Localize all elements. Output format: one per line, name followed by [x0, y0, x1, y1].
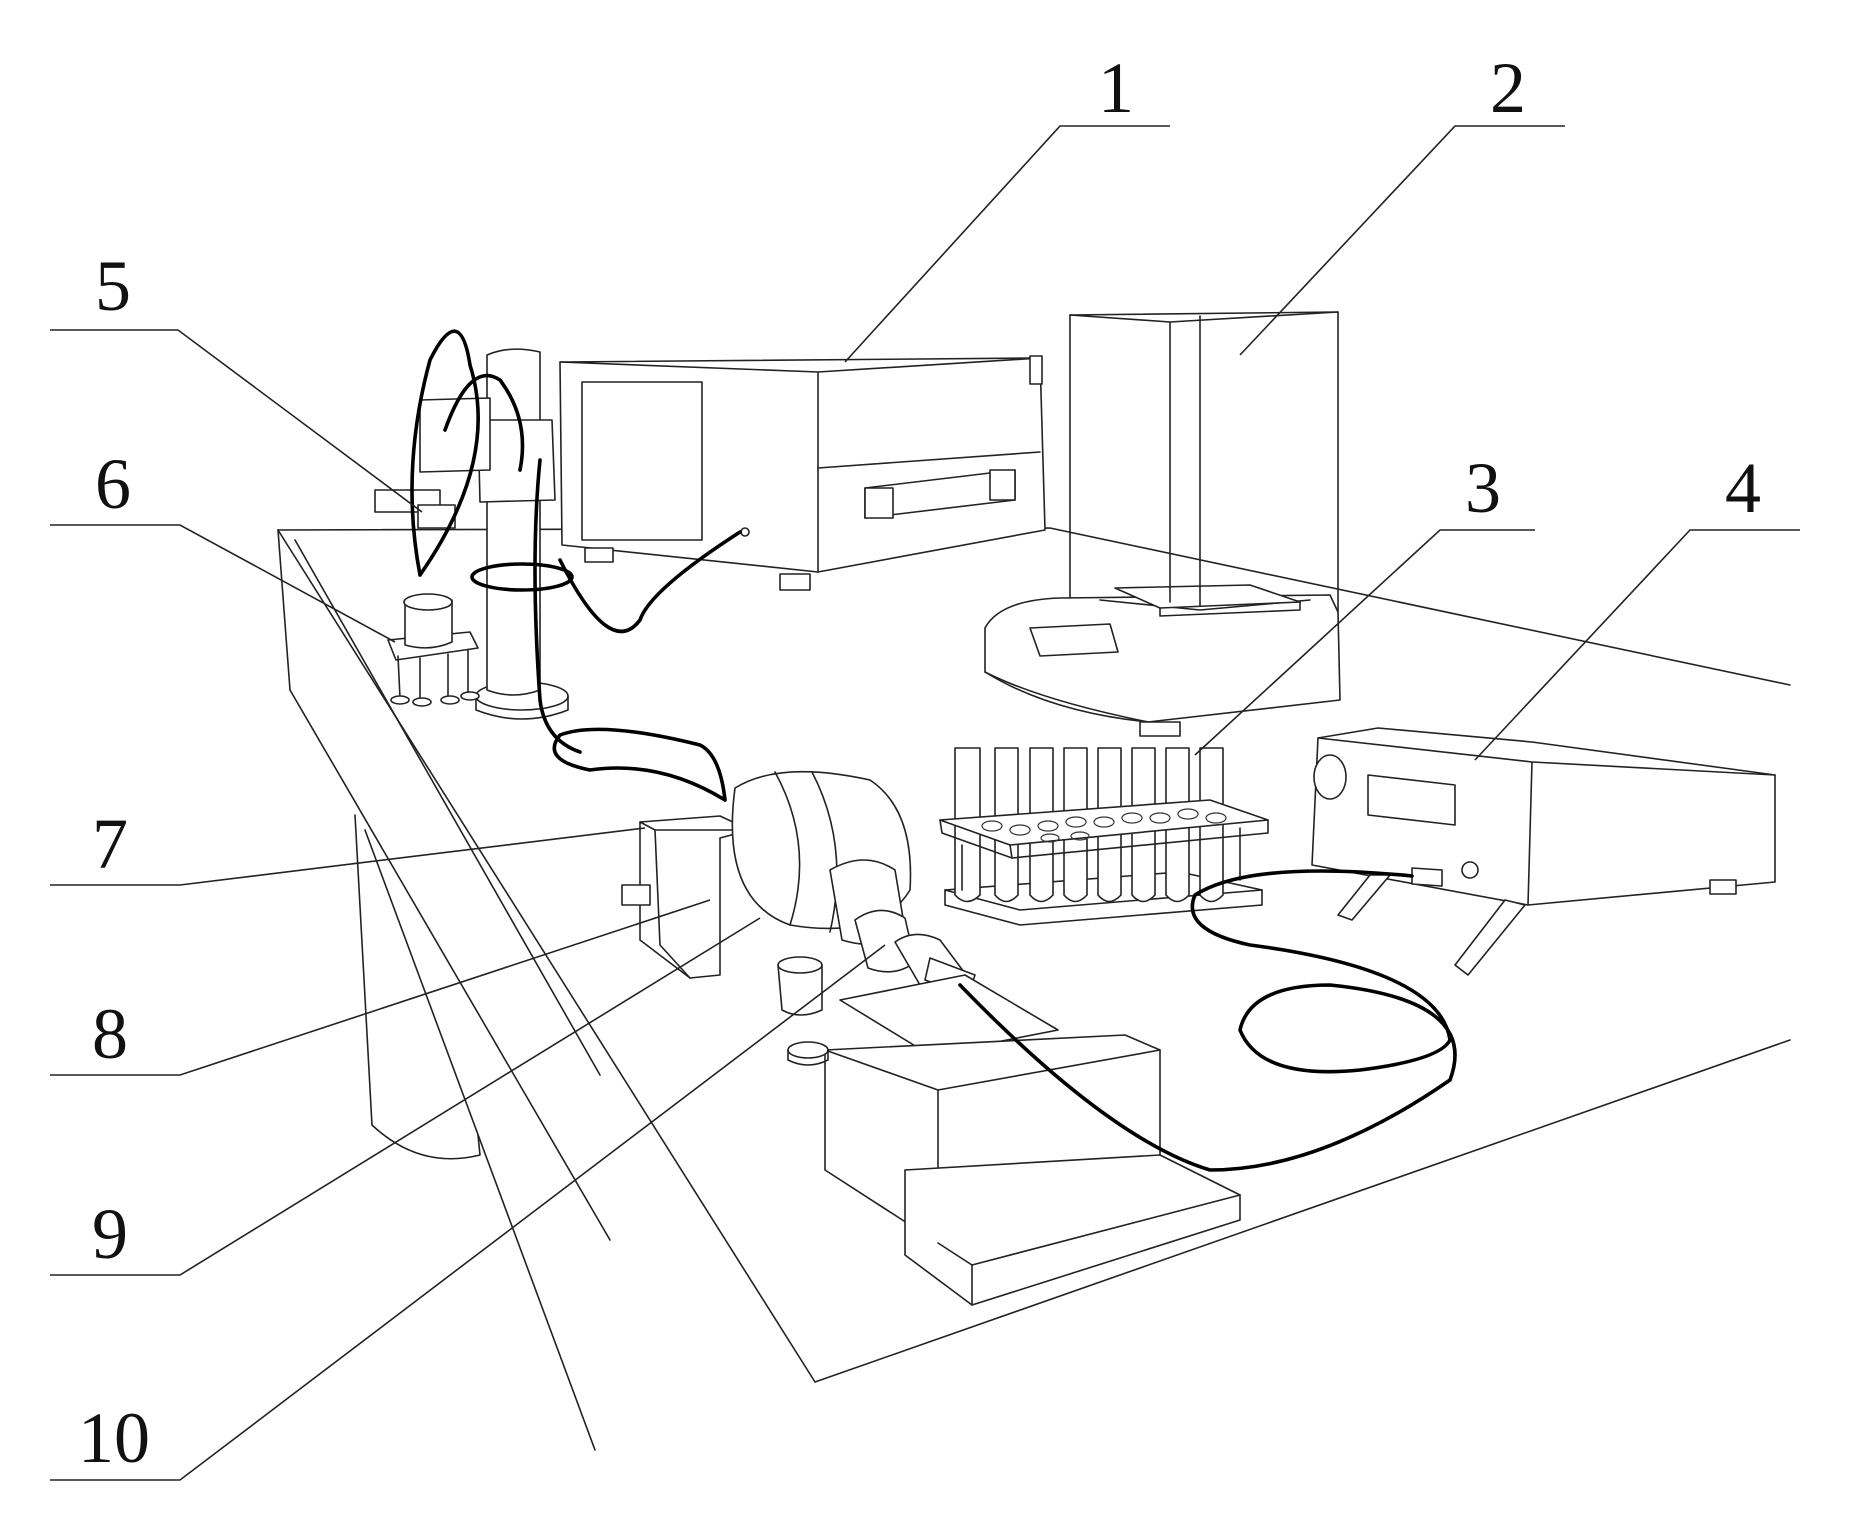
- balance-base: [984, 594, 1341, 723]
- label-7: 7: [92, 804, 128, 884]
- instrument-1-screen: [581, 381, 703, 541]
- leader-2: [1239, 125, 1565, 356]
- number-labels: 1 2 3 4 5 6 7 8 9 10: [78, 48, 1761, 1478]
- leader-lines: [50, 125, 1800, 1481]
- table-leg: [354, 814, 481, 1160]
- stand-5: [374, 329, 574, 720]
- leader-1: [844, 125, 1170, 363]
- support-block-7: [639, 815, 751, 979]
- transducer-assembly: [533, 458, 1241, 1306]
- leader-5: [50, 329, 423, 513]
- controller-4: [1311, 727, 1776, 976]
- leader-7: [50, 827, 646, 886]
- instrument-1: [559, 355, 1046, 591]
- leader-3: [1194, 529, 1535, 756]
- label-5: 5: [95, 246, 131, 326]
- label-1: 1: [1098, 48, 1134, 128]
- controller-4-knob: [1313, 754, 1347, 800]
- cable-1-to-5: [558, 530, 742, 634]
- beaker-stand-6: [387, 593, 480, 707]
- label-6: 6: [95, 444, 131, 524]
- label-3: 3: [1465, 448, 1501, 528]
- label-9: 9: [92, 1194, 128, 1274]
- leader-8: [50, 899, 711, 1076]
- test-tube-rack-3: [939, 747, 1269, 926]
- controller-4-display: [1367, 774, 1456, 826]
- balance-display: [1029, 623, 1119, 657]
- table-front-edge: [289, 689, 611, 1241]
- draft-shield: [1069, 311, 1339, 613]
- label-10: 10: [78, 1398, 150, 1478]
- leader-9: [50, 917, 761, 1276]
- clamp-plate: [839, 974, 1059, 1056]
- leader-4: [1474, 529, 1800, 761]
- label-2: 2: [1490, 48, 1526, 128]
- lower-plinth: [904, 1154, 1241, 1306]
- leader-6: [50, 524, 396, 643]
- label-8: 8: [92, 994, 128, 1074]
- balance-2: [984, 311, 1341, 737]
- label-4: 4: [1725, 448, 1761, 528]
- cable-tip-to-4: [958, 869, 1457, 1172]
- leader-10: [50, 944, 886, 1481]
- table: [277, 527, 1791, 1451]
